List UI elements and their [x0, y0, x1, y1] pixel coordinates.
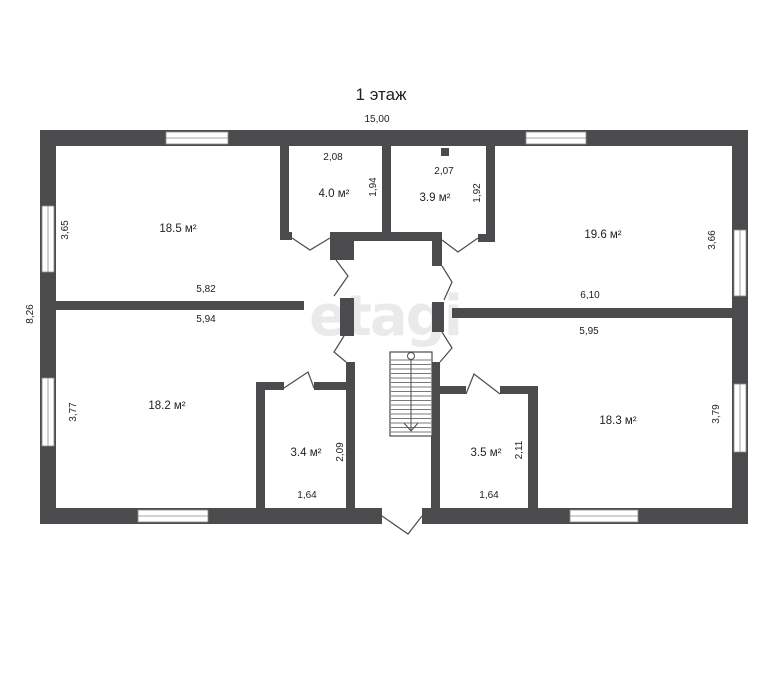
corridor-pillar-left	[340, 298, 354, 336]
divider-wall-right	[452, 308, 732, 318]
doors	[283, 237, 501, 535]
door-closet-r	[465, 373, 501, 395]
dim-closet-r-width: 1,64	[479, 490, 499, 501]
dim-room-bl-width: 5,94	[196, 314, 216, 325]
outer-wall-bottom-left	[40, 508, 382, 524]
dimension-labels: 15,00 8,26 3,65 5,82 2,08 1,94 2,07 1,92…	[25, 114, 722, 501]
dim-room-tr-width: 6,10	[580, 290, 600, 301]
closet-r-wall-top-b	[500, 386, 538, 394]
outer-wall-right	[732, 130, 748, 524]
bath2-wall-right	[486, 146, 495, 242]
floor-title: 1 этаж	[356, 85, 408, 104]
door-entrance	[381, 515, 423, 535]
area-room-bl: 18.2 м²	[148, 400, 185, 412]
door-bath2	[441, 237, 479, 253]
area-closet-l: 3.4 м²	[291, 447, 322, 459]
dim-room-br-depth: 3,79	[711, 404, 722, 424]
area-labels: 18.5 м² 4.0 м² 3.9 м² 19.6 м² 18.2 м² 3.…	[148, 188, 636, 459]
dim-closet-r-depth: 2,11	[514, 440, 525, 459]
dim-closet-l-depth: 2,09	[335, 442, 346, 462]
corridor-column-right	[432, 232, 442, 266]
closet-r-wall-top-a	[440, 386, 466, 394]
outer-wall-top	[40, 130, 748, 146]
bath1-wall-bottom-stub	[280, 232, 292, 240]
dim-bath2-width: 2,07	[434, 166, 454, 177]
dim-room-tl-depth: 3,65	[60, 220, 71, 240]
outer-wall-left	[40, 130, 56, 524]
dim-bath1-depth: 1,94	[368, 177, 379, 197]
closet-l-wall-top-a	[256, 382, 284, 390]
door-closet-l	[283, 371, 315, 389]
area-closet-r: 3.5 м²	[471, 447, 502, 459]
divider-wall-left	[56, 301, 304, 310]
area-room-tr: 19.6 м²	[584, 229, 621, 241]
windows	[41, 131, 747, 523]
bath-bottom-wall	[330, 232, 442, 241]
dim-room-tl-width: 5,82	[196, 284, 216, 295]
bath-divider-wall	[382, 146, 391, 238]
door-room-tl	[333, 259, 349, 297]
dim-overall-depth: 8,26	[25, 304, 36, 324]
area-room-br: 18.3 м²	[599, 415, 636, 427]
area-bath2: 3.9 м²	[420, 192, 451, 204]
dim-bath1-width: 2,08	[323, 152, 343, 163]
door-room-br	[439, 331, 453, 363]
area-room-tl: 18.5 м²	[159, 223, 196, 235]
bath1-wall-left	[280, 146, 289, 238]
vent-shaft	[441, 148, 449, 156]
dim-room-br-width: 5,95	[579, 326, 599, 337]
area-bath1: 4.0 м²	[319, 188, 350, 200]
corridor-wall-left	[346, 362, 355, 508]
closet-r-wall-right	[528, 386, 538, 508]
dim-overall-width: 15,00	[364, 114, 389, 125]
dim-room-tr-depth: 3,66	[707, 230, 718, 250]
bath2-wall-bottom-stub	[478, 234, 495, 242]
closet-l-wall-top-b	[314, 382, 355, 390]
door-room-bl	[333, 335, 347, 363]
door-bath1	[291, 237, 331, 251]
dim-closet-l-width: 1,64	[297, 490, 317, 501]
staircase	[389, 351, 433, 437]
corridor-pillar-right	[432, 302, 444, 332]
dim-bath2-depth: 1,92	[472, 183, 483, 203]
door-room-tr	[441, 265, 453, 301]
corridor-column-left	[330, 232, 354, 260]
corridor-wall-right	[431, 362, 440, 508]
closet-l-wall-left	[256, 382, 265, 508]
dim-room-bl-depth: 3,77	[68, 402, 79, 422]
